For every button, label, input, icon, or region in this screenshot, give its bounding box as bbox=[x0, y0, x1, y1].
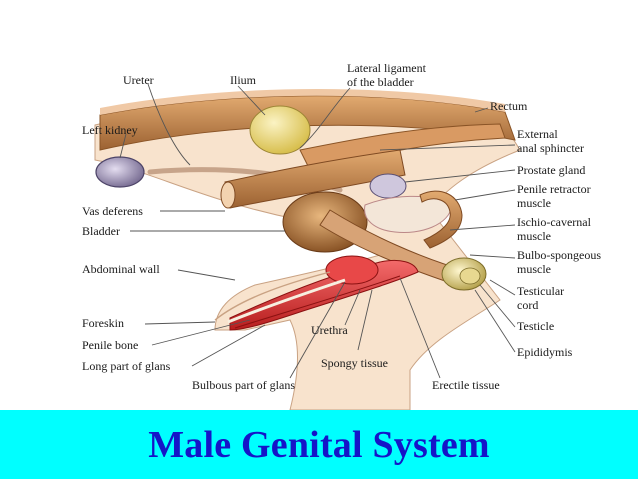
anatomy-diagram: Ureter Ilium Lateral ligament of the bla… bbox=[82, 61, 601, 410]
label-foreskin: Foreskin bbox=[82, 316, 124, 330]
epididymis bbox=[459, 267, 481, 285]
label-ischio-2: muscle bbox=[517, 229, 551, 243]
label-long-part-glans: Long part of glans bbox=[82, 359, 171, 373]
label-testicular-1: Testicular bbox=[517, 284, 564, 298]
vas-deferens-cut bbox=[220, 181, 236, 209]
kidney bbox=[95, 156, 145, 188]
penile-bone bbox=[227, 278, 346, 324]
prostate-gland bbox=[369, 173, 407, 199]
label-bulbo-1: Bulbo-spongeous bbox=[517, 248, 601, 262]
label-ureter: Ureter bbox=[123, 73, 154, 87]
label-penile-bone: Penile bone bbox=[82, 338, 138, 352]
label-bulbo-2: muscle bbox=[517, 262, 551, 276]
label-testicular-2: cord bbox=[517, 298, 538, 312]
label-vas-deferens: Vas deferens bbox=[82, 204, 143, 218]
foreskin bbox=[214, 271, 331, 321]
page-title: Male Genital System bbox=[148, 423, 490, 466]
label-external-anal-1: External bbox=[517, 127, 558, 141]
label-ischio-1: Ischio-cavernal bbox=[517, 215, 592, 229]
label-penile-retractor-1: Penile retractor bbox=[517, 182, 591, 196]
label-lateral-ligament-1: Lateral ligament bbox=[347, 61, 427, 75]
label-penile-retractor-2: muscle bbox=[517, 196, 551, 210]
label-prostate-gland: Prostate gland bbox=[517, 163, 585, 177]
vas-deferens bbox=[224, 149, 406, 209]
label-abdominal-wall: Abdominal wall bbox=[82, 262, 160, 276]
label-rectum: Rectum bbox=[490, 99, 528, 113]
leader-lines bbox=[119, 83, 516, 379]
title-banner: Male Genital System bbox=[0, 410, 638, 479]
label-testicle: Testicle bbox=[517, 319, 554, 333]
label-erectile-tissue: Erectile tissue bbox=[432, 378, 500, 392]
label-external-anal-2: anal sphincter bbox=[517, 141, 584, 155]
label-bulbous-part-glans: Bulbous part of glans bbox=[192, 378, 295, 392]
urethra-line bbox=[234, 275, 401, 329]
label-urethra: Urethra bbox=[311, 323, 348, 337]
label-spongy-tissue: Spongy tissue bbox=[321, 356, 388, 370]
label-epididymis: Epididymis bbox=[517, 345, 573, 359]
label-ilium: Ilium bbox=[230, 73, 257, 87]
penile-retractor bbox=[419, 190, 463, 249]
label-left-kidney: Left kidney bbox=[82, 123, 138, 137]
pelvic-floor bbox=[364, 195, 453, 234]
ilium-bone bbox=[249, 105, 311, 155]
label-bladder: Bladder bbox=[82, 224, 120, 238]
dorsal-skin-band bbox=[100, 89, 505, 115]
label-lateral-ligament-2: of the bladder bbox=[347, 75, 414, 89]
bulbus-glandis bbox=[325, 255, 379, 285]
